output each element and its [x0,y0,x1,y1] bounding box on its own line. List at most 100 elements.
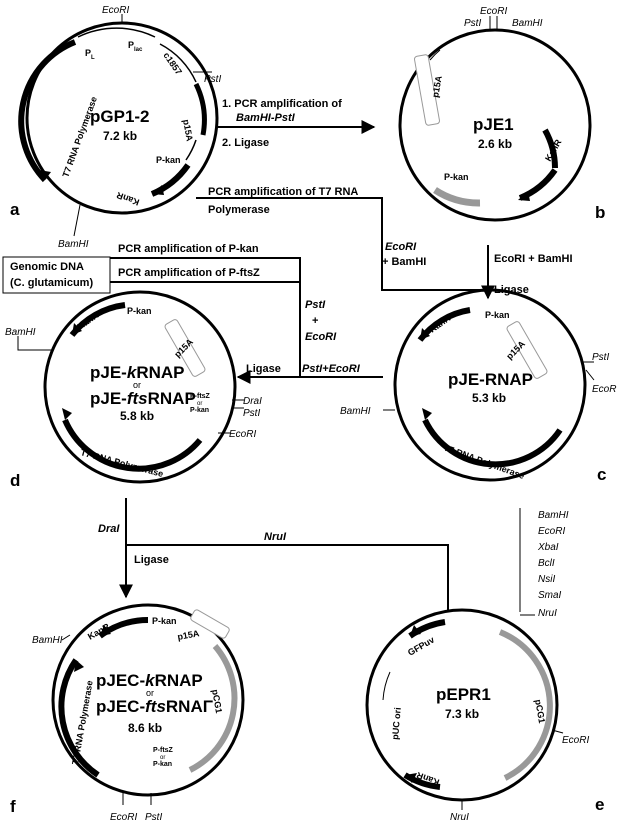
p15a-block-d [164,319,206,377]
gene-label-pkan2-f: P-kan [153,761,172,768]
label-bamhi-left: + BamHI [382,256,426,268]
site-bamhi-f: BamHI [32,635,63,646]
gene-label-c1857: c1857 [161,50,184,76]
label-pcr-t7-2: Polymerase [208,204,270,216]
plasmid-a-name: pGP1-2 [90,107,150,126]
plasmid-f-name-1: pJEC-kRNAP [96,671,203,690]
label-ligase-f: Ligase [134,554,169,566]
plasmid-d-name-2: pJE-ftsRNAP [90,389,196,408]
label-pcr-pkan: PCR amplification of P-kan [118,243,259,255]
label-c-glutamicum: (C. glutamicum) [10,277,93,289]
site-bamhi-c: BamHI [340,406,371,417]
plasmid-c: KanR P-kan p15A T7 RNA Polymerase pJE-RN… [340,288,616,484]
gene-label-p15a-f: p15A [177,628,201,642]
pcg1-region-e [498,629,553,781]
gene-label-pkan2-d: P-kan [190,407,209,414]
panel-label-e: e [595,795,604,814]
gene-label-gfpuv: GFPuv [406,635,436,658]
plasmid-c-name: pJE-RNAP [448,370,533,389]
pcg1-region-f [188,644,238,773]
site-ecori-d: EcoRI [229,429,256,440]
label-plus: + [312,315,318,327]
gene-label-or-f: or [160,755,165,761]
pl-promoter-arrow [77,27,156,38]
p15a-block-b [414,54,440,126]
site-bamhi-d: BamHI [5,327,36,338]
plasmid-e-backbone [365,608,559,802]
step-d-e-to-f: DraI Ligase NruI [98,498,449,610]
gene-label-p15a: p15A [181,119,195,143]
mcs-site-3: XbaI [537,542,559,553]
plasmid-f-size: 8.6 kb [128,721,162,735]
plasmid-f: KanR P-kan p15A P-ftsZ or P-kan T7 RNA P… [10,603,245,823]
gene-label-kanr: KanR [115,190,141,208]
site-ecori-e: EcoRI [562,735,589,746]
gene-label-pftsz-f: P-ftsZ [153,747,174,754]
plasmid-e-size: 7.3 kb [445,707,479,721]
plasmid-d-size: 5.8 kb [120,409,154,423]
site-bamhi-b: BamHI [512,18,543,29]
gene-label-p15a-b: p15A [430,74,444,98]
label-pcr-bamhi-psti-2: BamHI-PstI [236,112,296,124]
site-nrui-bottom: NruI [450,812,469,823]
mcs-site-2: EcoRI [538,526,565,537]
site-ecori-b: EcoRI [480,6,507,17]
gene-label-t7rnap-d: T7 RNA Polymerase [79,447,164,479]
step-b-to-c: EcoRI + BamHI Ligase [481,245,573,300]
label-ligase-b: 2. Ligase [222,137,269,149]
genomic-dna-box [2,256,111,294]
plasmid-f-backbone [51,603,245,797]
step-c-to-d: Ligase PstI+EcoRI [236,363,383,384]
plasmid-a: T7 RNA Polymerase PL Plac c1857 p15A P-k… [10,5,221,250]
gene-label-puc: pUC ori [390,707,403,740]
site-ecori-c: EcoR [592,384,616,395]
label-psti-ecori-d: PstI+EcoRI [302,363,361,375]
plasmid-b-size: 2.6 kb [478,137,512,151]
label-ecori-bamhi-right: EcoRI + BamHI [494,253,573,265]
plasmid-d-name-1: pJE-kRNAP [90,363,184,382]
gene-label-pkan-c: P-kan [485,310,510,320]
label-psti-top: PstI [305,299,326,311]
gene-label-pkan: P-kan [156,155,181,165]
gene-label-pcg1-f: pCG1 [210,689,224,714]
mcs-site-1: BamHI [538,510,569,521]
site-psti-a: PstI [204,74,221,85]
panel-label-a: a [10,200,20,219]
plac-arrow [159,43,197,83]
plasmid-b: p15A P-kan KanR pJE1 2.6 kb PstI EcoRI B… [398,6,605,222]
gene-label-pcg1-e: pCG1 [533,699,547,724]
site-psti-d: PstI [243,408,260,419]
t7rnap-gene-arrow-d [62,418,203,472]
t7-rnap-gene-arrow [18,39,77,183]
mcs-site-5: NsiI [538,574,555,585]
plasmid-d-backbone [43,290,237,484]
plasmid-d: KanR P-kan p15A P-ftsZ or P-kan T7 RNA P… [5,290,262,490]
plasmid-f-or: or [146,688,154,698]
label-genomic-dna: Genomic DNA [10,261,84,273]
label-ligase-c: Ligase [494,284,529,296]
site-psti-c: PstI [592,352,609,363]
t7rnap-gene-arrow-f [58,658,100,778]
mcs-site-6: SmaI [538,590,562,601]
p15a-block-c [506,321,548,379]
site-psti-b: PstI [464,18,481,29]
gene-label-or-d: or [197,401,202,407]
panel-label-b: b [595,203,605,222]
site-psti-f: PstI [145,812,162,823]
gene-label-t7rnap-f: T7 RNA Polymerase [70,680,95,766]
gene-label-pftsz-d: P-ftsZ [190,393,211,400]
plasmid-a-size: 7.2 kb [103,129,137,143]
plasmid-c-size: 5.3 kb [472,391,506,405]
plasmid-e-name: pEPR1 [436,685,491,704]
label-nrui: NruI [264,531,287,543]
panel-label-d: d [10,471,20,490]
gene-label-pl: PL [85,48,95,61]
step-t7-pcr: PCR amplification of T7 RNA Polymerase E… [196,186,488,291]
site-bamhi-a: BamHI [58,239,89,250]
plasmid-d-or: or [133,380,141,390]
gene-label-kanr-b: KanR [543,137,564,163]
step-genomic-pcr: Genomic DNA (C. glutamicum) PCR amplific… [2,243,337,377]
label-drai: DraI [98,523,120,535]
site-nrui-top: NruI [538,608,557,619]
